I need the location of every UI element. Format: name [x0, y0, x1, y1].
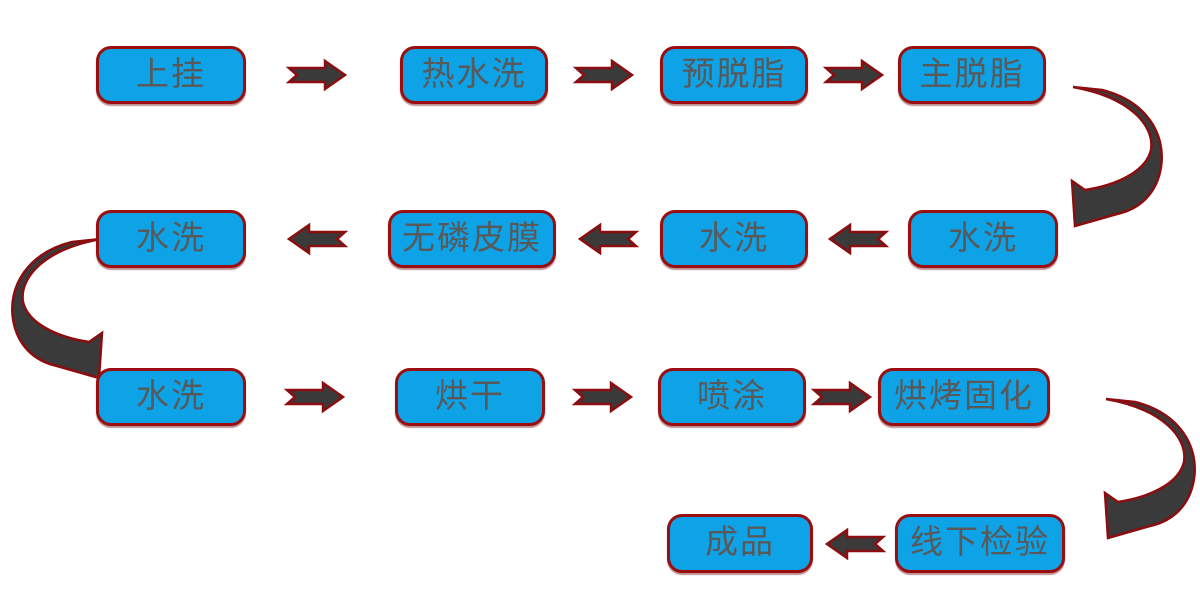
- curved-arrow-maindegrease-to-rinse-icon: [1070, 85, 1164, 228]
- node-label: 线下检验: [910, 525, 1050, 561]
- node-label: 烘烤固化: [894, 378, 1034, 415]
- flow-node-hang-up: 上挂: [96, 46, 246, 104]
- curved-arrow-rinse-to-rinse-icon: [10, 237, 104, 380]
- node-label: 水洗: [948, 220, 1018, 257]
- node-label: 烘干: [435, 378, 505, 415]
- flow-node-phosphorus-free-film: 无磷皮膜: [388, 210, 556, 268]
- node-label: 热水洗: [421, 56, 527, 93]
- flow-node-water-wash-3: 水洗: [908, 210, 1058, 268]
- flow-node-water-wash-1: 水洗: [96, 210, 246, 268]
- arrow-inspection-to-finished-icon: [825, 528, 885, 560]
- node-label: 上挂: [136, 56, 206, 93]
- flow-node-offline-inspection: 线下检验: [895, 514, 1065, 573]
- flow-node-main-degrease: 主脱脂: [898, 46, 1046, 104]
- arrow-film-to-rinse1-icon: [287, 223, 347, 255]
- flow-node-pre-degrease: 预脱脂: [660, 46, 808, 104]
- arrow-rinse-to-drying-icon: [285, 381, 345, 413]
- arrow-spray-to-bake-icon: [812, 381, 872, 413]
- flow-node-bake-curing: 烘烤固化: [878, 368, 1050, 426]
- flow-node-finished-product: 成品: [667, 514, 813, 573]
- arrow-predegrease-to-maindegrease-icon: [824, 59, 884, 91]
- node-label: 水洗: [136, 220, 206, 257]
- flow-node-water-wash-2: 水洗: [660, 210, 808, 268]
- node-label: 成品: [705, 525, 775, 561]
- arrow-hotwash-to-predegrease-icon: [574, 59, 634, 91]
- curved-arrow-bake-to-inspection-icon: [1103, 397, 1197, 540]
- flow-node-drying: 烘干: [395, 368, 545, 426]
- flow-node-spray-coating: 喷涂: [658, 368, 806, 426]
- arrow-rinse4-to-rinse3-icon: [828, 223, 888, 255]
- node-label: 无磷皮膜: [402, 220, 542, 257]
- node-label: 预脱脂: [681, 56, 787, 93]
- flow-node-hot-water-wash: 热水洗: [400, 46, 548, 104]
- node-label: 喷涂: [697, 378, 767, 415]
- arrow-rinse3-to-film-icon: [578, 223, 638, 255]
- arrow-drying-to-spray-icon: [573, 381, 633, 413]
- flow-node-water-wash-4: 水洗: [96, 368, 246, 426]
- node-label: 水洗: [136, 378, 206, 415]
- arrow-hangup-to-hotwash-icon: [287, 59, 347, 91]
- node-label: 水洗: [699, 220, 769, 257]
- node-label: 主脱脂: [919, 56, 1025, 93]
